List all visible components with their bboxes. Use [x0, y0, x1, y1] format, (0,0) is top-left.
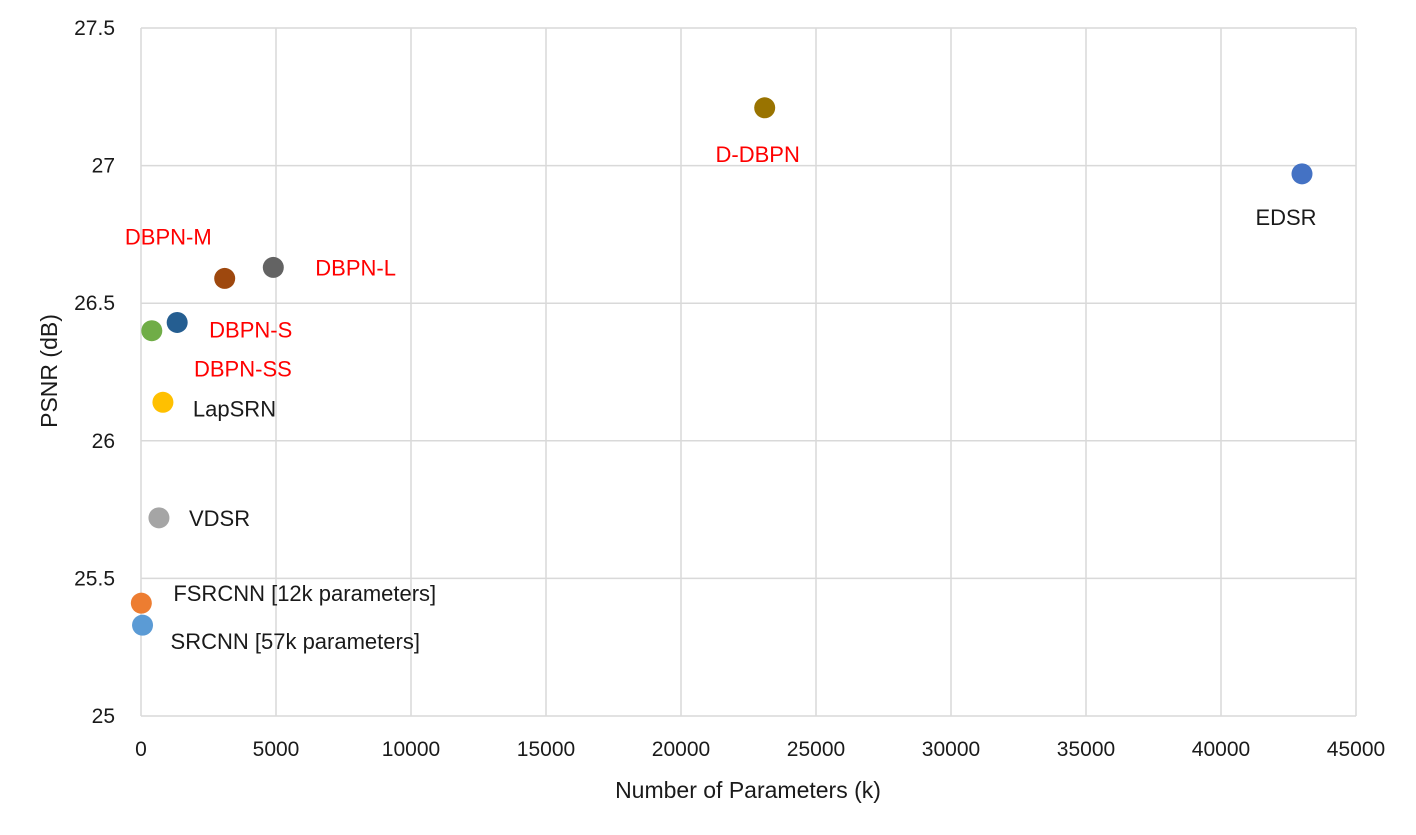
point-label-vdsr: VDSR — [189, 506, 250, 531]
data-point-dbpn-s[interactable] — [166, 311, 188, 333]
point-label-dbpn-l: DBPN-L — [315, 255, 396, 280]
y-tick-label: 25.5 — [74, 567, 115, 590]
x-tick-label: 40000 — [1192, 738, 1250, 761]
x-tick-label: 15000 — [517, 738, 575, 761]
y-tick-label: 25 — [92, 705, 115, 728]
data-point-fsrcnn[interactable] — [130, 592, 152, 614]
y-tick-label: 27 — [92, 155, 115, 178]
x-tick-label: 35000 — [1057, 738, 1115, 761]
y-tick-label: 26 — [92, 430, 115, 453]
grid-layer — [140, 27, 1357, 717]
data-point-dbpn-l[interactable] — [262, 256, 284, 278]
x-axis-title: Number of Parameters (k) — [615, 777, 881, 803]
point-label-dbpn-s: DBPN-S — [209, 317, 292, 342]
data-point-lapsrn[interactable] — [152, 391, 174, 413]
point-label-edsr: EDSR — [1255, 205, 1316, 230]
point-label-dbpn-m: DBPN-M — [125, 224, 212, 249]
y-tick-label: 27.5 — [74, 17, 115, 40]
data-point-d-dbpn[interactable] — [754, 97, 776, 119]
point-label-fsrcnn: FSRCNN [12k parameters] — [173, 581, 436, 606]
x-tick-label: 10000 — [382, 738, 440, 761]
x-tick-label: 25000 — [787, 738, 845, 761]
x-tick-label: 5000 — [253, 738, 300, 761]
x-tick-label: 0 — [135, 738, 147, 761]
y-axis-title: PSNR (dB) — [36, 314, 62, 428]
data-point-srcnn[interactable] — [132, 614, 154, 636]
point-label-d-dbpn: D-DBPN — [716, 142, 800, 167]
point-labels: SRCNN [57k parameters] FSRCNN [12k parame… — [125, 142, 1317, 654]
data-point-dbpn-m[interactable] — [214, 267, 236, 289]
data-point-dbpn-ss[interactable] — [141, 320, 163, 342]
y-tick-label: 26.5 — [74, 292, 115, 315]
x-tick-label: 45000 — [1327, 738, 1385, 761]
data-point-vdsr[interactable] — [148, 507, 170, 529]
point-label-srcnn: SRCNN [57k parameters] — [171, 629, 420, 654]
x-tick-label: 20000 — [652, 738, 710, 761]
point-label-lapsrn: LapSRN — [193, 396, 276, 421]
data-points — [130, 97, 1313, 636]
x-tick-label: 30000 — [922, 738, 980, 761]
tick-labels: 0 5000 10000 15000 20000 25000 30000 35000 40000… — [74, 17, 1385, 761]
point-label-dbpn-ss: DBPN-SS — [194, 357, 292, 382]
data-point-edsr[interactable] — [1291, 163, 1313, 185]
